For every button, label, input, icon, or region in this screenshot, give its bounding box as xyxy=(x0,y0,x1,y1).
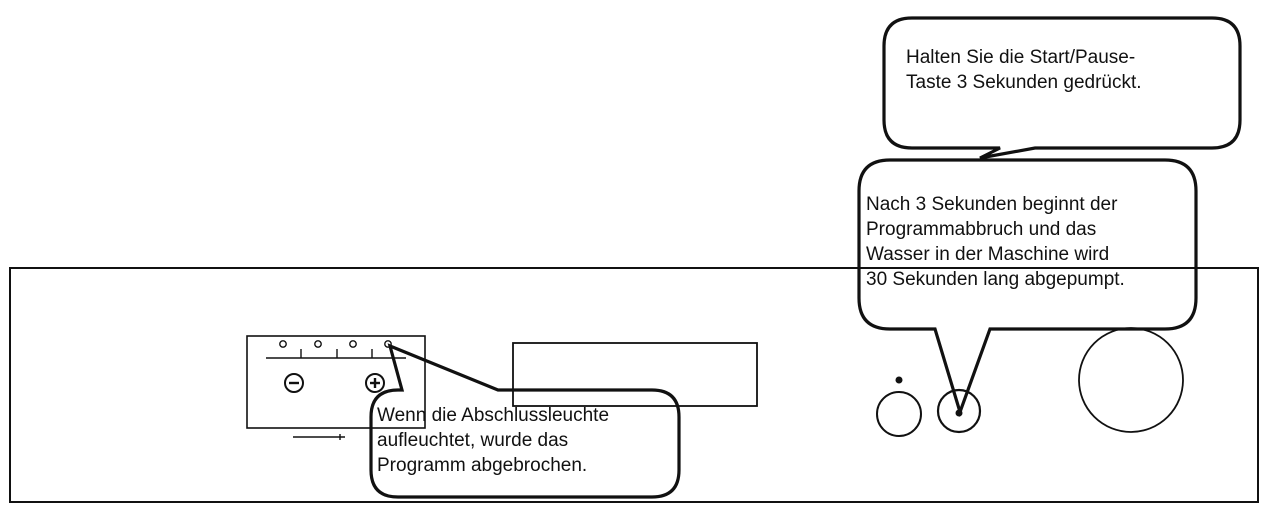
callout-finish-light: Wenn die Abschlussleuchte aufleuchtet, w… xyxy=(369,343,681,499)
callout-after-3-seconds: Nach 3 Sekunden beginnt der Programmabbr… xyxy=(857,158,1198,418)
program-indicator-light-3 xyxy=(349,340,357,348)
program-indicator-light-2 xyxy=(314,340,322,348)
control-panel xyxy=(9,267,1259,503)
callout-after-line-4: 30 Sekunden lang abgepumpt. xyxy=(866,269,1125,290)
callout-hold-line-1: Halten Sie die Start/Pause- xyxy=(906,47,1135,68)
selector-underline xyxy=(293,434,345,440)
callout-after-line-1: Nach 3 Sekunden beginnt der xyxy=(866,194,1118,215)
minus-icon[interactable] xyxy=(284,373,304,393)
program-indicator-light-1 xyxy=(279,340,287,348)
power-indicator-dot xyxy=(895,376,903,384)
callout-finish-line-3: Programm abgebrochen. xyxy=(377,455,587,476)
program-knob[interactable] xyxy=(1078,327,1184,433)
program-selector xyxy=(246,335,426,429)
callout-hold-button: Halten Sie die Start/Pause- Taste 3 Seku… xyxy=(882,16,1242,160)
callout-finish-line-1: Wenn die Abschlussleuchte xyxy=(377,405,609,426)
callout-after-line-2: Programmabbruch und das xyxy=(866,219,1096,240)
power-button[interactable] xyxy=(876,391,922,437)
callout-after-line-3: Wasser in der Maschine wird xyxy=(866,244,1109,265)
callout-finish-line-2: aufleuchtet, wurde das xyxy=(377,430,568,451)
display-window xyxy=(512,342,758,407)
plus-icon[interactable] xyxy=(365,373,385,393)
finish-indicator-light xyxy=(384,340,392,348)
callout-hold-line-2: Taste 3 Sekunden gedrückt. xyxy=(906,72,1142,93)
